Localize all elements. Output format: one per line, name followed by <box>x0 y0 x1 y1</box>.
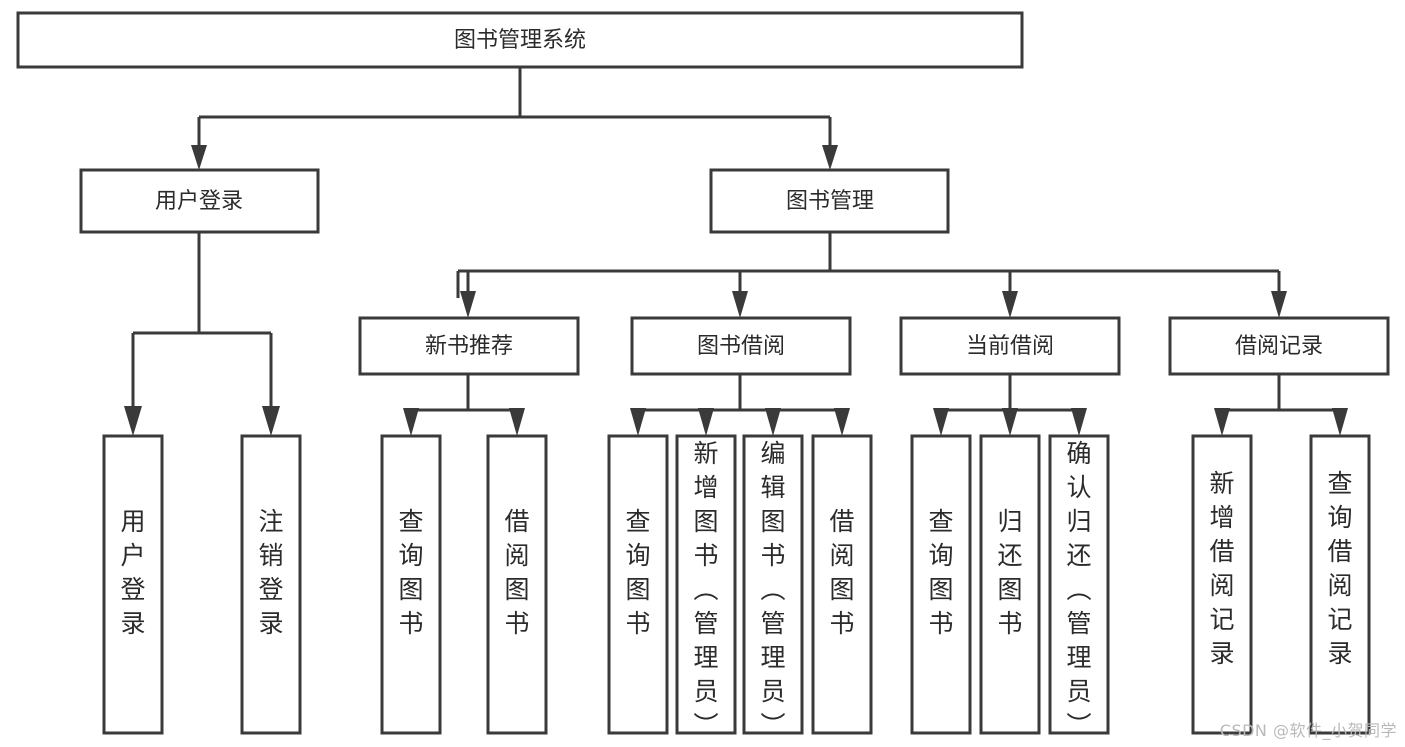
arrow-to-book-manage <box>822 145 838 170</box>
root-connector-lines <box>197 67 832 152</box>
new-book-leaf-lines <box>409 374 519 418</box>
leaf-box-borrow-record-1[interactable] <box>1309 434 1371 735</box>
leaf-box-new-book-0[interactable] <box>380 434 442 735</box>
arrow-to-current-borrow <box>1002 291 1018 318</box>
leaf-node[interactable]: 借阅图书 <box>486 434 548 735</box>
arrow-leaf-book-borrow-2 <box>765 408 781 436</box>
leaf-box-current-borrow-2[interactable] <box>1048 434 1110 735</box>
leaf-node[interactable]: 新增借阅记录 <box>1191 434 1253 735</box>
arrow-leaf-current-borrow-0 <box>933 408 949 436</box>
arrow-leaf-book-borrow-1 <box>698 408 714 436</box>
leaf-node[interactable]: 查询图书 <box>910 434 972 735</box>
leaf-label-book-borrow-0: 查询图书 <box>625 507 650 638</box>
leaf-box-current-borrow-0[interactable] <box>910 434 972 735</box>
arrow-leaf-user-login-1 <box>262 406 280 436</box>
leaf-node[interactable]: 查询借阅记录 <box>1309 434 1371 735</box>
arrow-leaf-current-borrow-1 <box>1002 408 1018 436</box>
borrow-record-label: 借阅记录 <box>1235 334 1323 359</box>
connector-group-user-login-leaves <box>124 232 280 436</box>
current-borrow-label: 当前借阅 <box>966 334 1054 359</box>
leaf-node[interactable]: 确认归还︵管理员︶ <box>1048 434 1110 740</box>
leaf-node[interactable]: 查询图书 <box>380 434 442 735</box>
arrow-leaf-book-borrow-3 <box>834 408 850 436</box>
leaf-label-current-borrow-1: 归还图书 <box>997 507 1022 638</box>
leaf-label-new-book-0: 查询图书 <box>398 507 423 638</box>
connector-group-current-borrow-leaves <box>933 374 1087 436</box>
leaf-node[interactable]: 用户登录 <box>102 434 164 735</box>
connector-group-book-borrow-leaves <box>630 374 850 436</box>
arrow-leaf-new-book-1 <box>509 408 525 436</box>
user-login-leaf-lines <box>131 232 273 408</box>
leaf-node[interactable]: 借阅图书 <box>811 434 873 735</box>
root-box[interactable] <box>16 11 1024 69</box>
leaf-label-user-login-0: 用户登录 <box>120 507 145 638</box>
book-borrow-box[interactable] <box>630 316 852 376</box>
arrow-leaf-borrow-record-0 <box>1214 408 1230 436</box>
connector-group-book-manage <box>456 232 1287 318</box>
leaf-label-current-borrow-2: 确认归还︵管理员︶ <box>1066 439 1091 740</box>
node-book-borrow[interactable]: 图书借阅 <box>630 316 852 376</box>
node-new-book-recommend[interactable]: 新书推荐 <box>358 316 580 376</box>
leaf-box-current-borrow-1[interactable] <box>979 434 1041 735</box>
new-book-recommend-box[interactable] <box>358 316 580 376</box>
leaf-node[interactable]: 查询图书 <box>607 434 669 735</box>
arrow-leaf-book-borrow-0 <box>630 408 646 436</box>
leaf-box-new-book-1[interactable] <box>486 434 548 735</box>
leaf-node[interactable]: 编辑图书︵管理员︶ <box>742 434 804 740</box>
node-root[interactable]: 图书管理系统 <box>16 11 1024 69</box>
user-login-box[interactable] <box>79 168 320 234</box>
leaf-label-current-borrow-0: 查询图书 <box>928 507 953 638</box>
connector-group-borrow-record-leaves <box>1214 374 1348 436</box>
node-borrow-record[interactable]: 借阅记录 <box>1168 316 1390 376</box>
leaf-box-book-borrow-2[interactable] <box>742 434 804 735</box>
arrow-leaf-borrow-record-1 <box>1332 408 1348 436</box>
book-borrow-leaf-lines <box>636 374 844 418</box>
book-manage-connector-lines <box>456 232 1281 298</box>
current-borrow-box[interactable] <box>899 316 1121 376</box>
leaf-node[interactable]: 新增图书︵管理员︶ <box>675 434 737 740</box>
leaf-label-book-borrow-3: 借阅图书 <box>829 507 854 638</box>
leaf-box-book-borrow-0[interactable] <box>607 434 669 735</box>
leaf-box-user-login-0[interactable] <box>102 434 164 735</box>
leaf-label-borrow-record-1: 查询借阅记录 <box>1327 469 1352 668</box>
arrow-leaf-user-login-0 <box>124 406 142 436</box>
root-label: 图书管理系统 <box>454 28 586 53</box>
leaf-box-book-borrow-3[interactable] <box>811 434 873 735</box>
node-current-borrow[interactable]: 当前借阅 <box>899 316 1121 376</box>
arrow-to-new-book <box>460 291 476 318</box>
node-user-login[interactable]: 用户登录 <box>79 168 320 234</box>
book-manage-box[interactable] <box>709 168 950 234</box>
new-book-recommend-label: 新书推荐 <box>425 334 513 359</box>
leaf-label-new-book-1: 借阅图书 <box>504 507 529 638</box>
arrow-to-user-login <box>191 145 207 170</box>
csdn-watermark: CSDN @软件_小贺同学 <box>1219 721 1397 740</box>
node-book-manage[interactable]: 图书管理 <box>709 168 950 234</box>
arrow-to-book-borrow <box>732 291 748 318</box>
leaf-label-book-borrow-1: 新增图书︵管理员︶ <box>693 439 718 740</box>
leaf-box-borrow-record-0[interactable] <box>1191 434 1253 735</box>
borrow-record-leaf-lines <box>1220 374 1342 418</box>
arrow-leaf-new-book-0 <box>403 408 419 436</box>
book-borrow-label: 图书借阅 <box>697 334 785 359</box>
borrow-record-box[interactable] <box>1168 316 1390 376</box>
leaf-label-user-login-1: 注销登录 <box>258 507 283 638</box>
leaf-node[interactable]: 归还图书 <box>979 434 1041 735</box>
leaf-box-book-borrow-1[interactable] <box>675 434 737 735</box>
user-login-label: 用户登录 <box>155 189 243 214</box>
arrow-leaf-current-borrow-2 <box>1071 408 1087 436</box>
leaf-box-user-login-1[interactable] <box>240 434 302 735</box>
connector-group-root <box>191 67 838 170</box>
leaf-label-borrow-record-0: 新增借阅记录 <box>1209 469 1234 668</box>
leaf-label-book-borrow-2: 编辑图书︵管理员︶ <box>760 439 785 740</box>
leaf-node[interactable]: 注销登录 <box>240 434 302 735</box>
book-manage-label: 图书管理 <box>786 189 874 214</box>
arrow-to-borrow-record <box>1271 291 1287 318</box>
connector-group-new-book-leaves <box>403 374 525 436</box>
